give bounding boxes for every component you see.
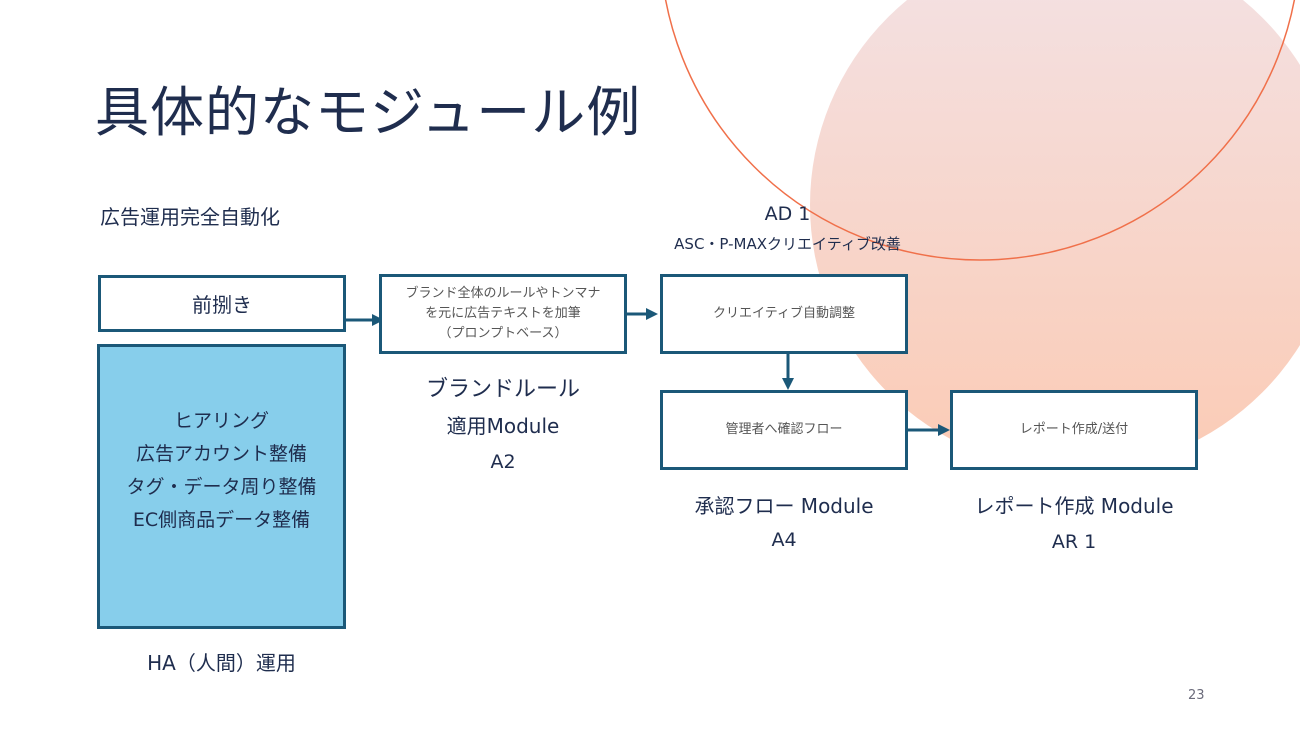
human-ops-line: タグ・データ周り整備 (126, 476, 317, 498)
brand-rule-line: ブランド全体のルールやトンマナ (405, 286, 601, 301)
filled-circle-decoration (810, 0, 1300, 470)
brand-rule-caption-3: A2 (490, 451, 516, 473)
creative-header-code: AD 1 (764, 203, 811, 225)
arrow-creative-to-approval (782, 354, 794, 390)
pre-groundwork-box: 前捌き (98, 275, 346, 332)
brand-rule-line: を元に広告テキストを加筆 (425, 306, 581, 321)
connector-arrows (344, 308, 950, 436)
report-caption-2: AR 1 (1051, 531, 1097, 553)
page-title: 具体的なモジュール例 (95, 81, 642, 144)
arrow-brand-to-creative (627, 308, 658, 320)
human-ops-box: ヒアリング 広告アカウント整備 タグ・データ周り整備 EC側商品データ整備 (97, 344, 346, 629)
human-ops-caption: HA（人間）運用 (147, 651, 296, 675)
creative-adjust-text: クリエイティブ自動調整 (713, 306, 855, 321)
approval-flow-text: 管理者へ確認フロー (725, 422, 843, 437)
human-ops-line: ヒアリング (173, 410, 269, 432)
report-text: レポート作成/送付 (1019, 422, 1129, 437)
outline-circle-decoration (664, 0, 1296, 261)
brand-rule-box: ブランド全体のルールやトンマナ を元に広告テキストを加筆 （プロンプトベース） (379, 274, 627, 354)
approval-flow-box: 管理者へ確認フロー (660, 390, 908, 470)
brand-rule-caption-2: 適用Module (446, 414, 560, 438)
report-box: レポート作成/送付 (950, 390, 1198, 470)
pre-groundwork-text: 前捌き (192, 293, 252, 317)
brand-rule-line: （プロンプトベース） (438, 326, 568, 341)
page-number: 23 (1188, 688, 1205, 703)
human-ops-line: EC側商品データ整備 (132, 509, 311, 531)
arrow-pre-to-brand (344, 314, 384, 326)
approval-caption-1: 承認フロー Module (694, 494, 874, 518)
section-label: 広告運用完全自動化 (100, 205, 280, 229)
brand-rule-caption-1: ブランドルール (425, 377, 580, 402)
report-caption-1: レポート作成 Module (974, 494, 1174, 518)
arrow-approval-to-report (906, 424, 950, 436)
human-ops-line: 広告アカウント整備 (135, 443, 307, 465)
creative-adjust-box: クリエイティブ自動調整 (660, 274, 908, 354)
creative-header-desc: ASC・P-MAXクリエイティブ改善 (674, 235, 901, 253)
approval-caption-2: A4 (771, 529, 797, 551)
